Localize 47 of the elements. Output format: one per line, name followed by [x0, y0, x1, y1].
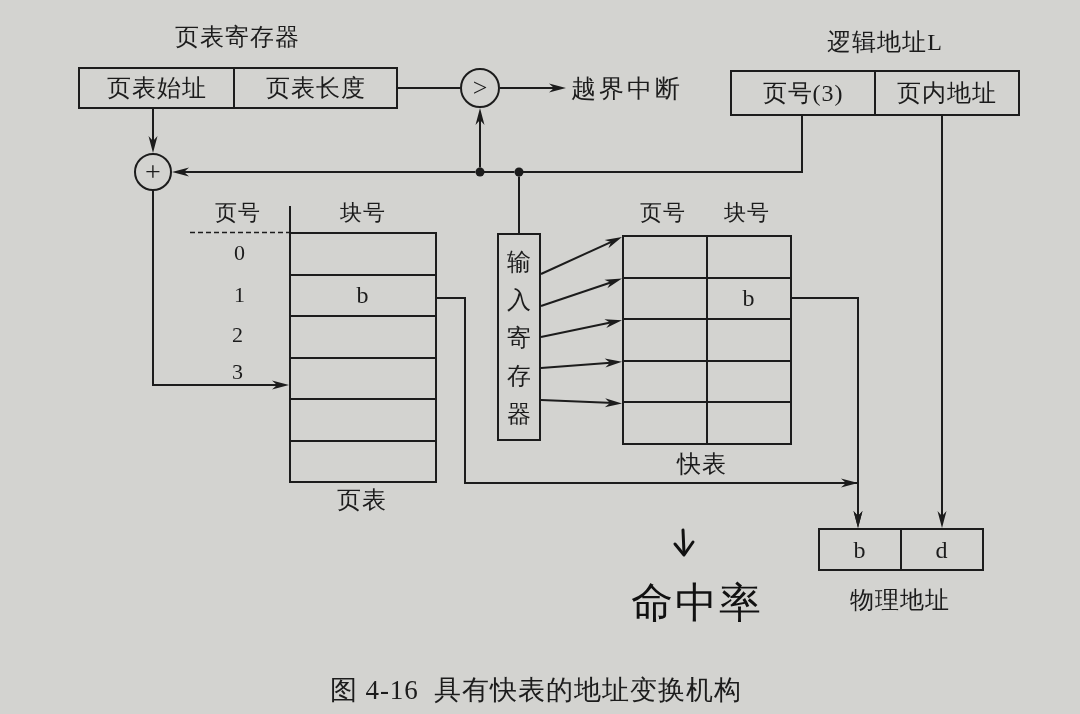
register-cell: 页内地址	[874, 70, 1020, 116]
table-cell	[706, 235, 792, 279]
table-row	[289, 356, 437, 400]
table-cell	[622, 401, 708, 445]
arrow	[148, 108, 158, 153]
handwritten-note: 命中率	[631, 582, 763, 624]
figure-caption: 图 4-16 具有快表的地址变换机构	[329, 676, 743, 704]
table-caption: 快表	[677, 452, 727, 476]
row-number: 3	[232, 361, 244, 383]
table-row: b	[289, 273, 437, 317]
register-box: 输入寄存器	[497, 233, 541, 441]
arrow	[152, 190, 289, 390]
register-cell: b	[818, 528, 902, 571]
row-number: 0	[234, 242, 246, 264]
address-label: 物理地址	[850, 588, 950, 612]
table-cell	[706, 401, 792, 445]
table-row	[289, 439, 437, 483]
arrow	[540, 398, 622, 408]
adder-circle: +	[134, 153, 172, 191]
column-heading: 页号	[640, 202, 686, 224]
register-cell: 页号(3)	[730, 70, 876, 116]
column-heading: 页号	[215, 202, 261, 224]
table-row	[289, 232, 437, 276]
column-heading: 块号	[724, 202, 770, 224]
arrow	[540, 278, 622, 307]
register-cell: 页表长度	[233, 67, 398, 109]
table-row	[289, 398, 437, 442]
table-cell	[622, 235, 708, 279]
arrow	[540, 319, 622, 338]
arrow	[937, 115, 947, 528]
register-label: 逻辑地址L	[827, 30, 943, 54]
comparator-circle: >	[460, 68, 500, 108]
arrow	[791, 297, 863, 528]
table-row	[289, 315, 437, 359]
column-heading: 块号	[340, 202, 386, 224]
arrow	[540, 237, 622, 275]
register-label: 页表寄存器	[174, 25, 300, 49]
arrow	[499, 83, 566, 93]
arrow	[540, 358, 622, 369]
interrupt-label: 越界中断	[566, 73, 688, 103]
register-cell: d	[900, 528, 984, 571]
connector-line	[397, 87, 461, 89]
register-cell: 页表始址	[78, 67, 235, 109]
row-number: 2	[232, 324, 244, 346]
arrow	[475, 108, 485, 169]
table-caption: 页表	[337, 488, 387, 512]
row-number: 1	[234, 284, 246, 306]
